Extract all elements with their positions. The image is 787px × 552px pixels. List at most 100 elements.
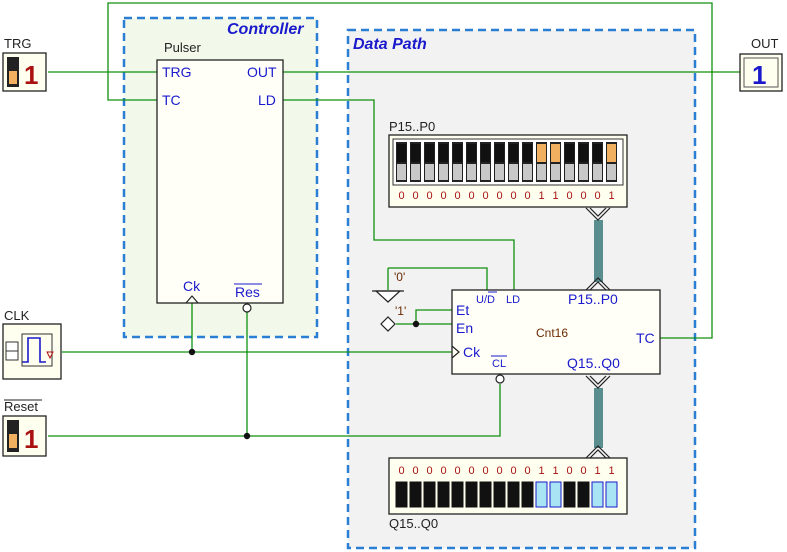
- q-led-5: [535, 481, 548, 508]
- q-led-12: [437, 481, 450, 508]
- p-switch-4[interactable]: [550, 142, 561, 182]
- pulser-block[interactable]: Pulser TRG TC OUT LD Ck Res: [156, 40, 284, 313]
- q-led-10: [465, 481, 478, 508]
- q-led-11: [451, 481, 464, 508]
- const-zero-label: '0': [394, 270, 405, 284]
- p-switch-3[interactable]: [564, 142, 575, 182]
- p-bit-digit: 0: [566, 190, 572, 202]
- q-bit-digit: 0: [412, 465, 418, 477]
- counter-pin-tc: TC: [636, 330, 655, 346]
- reset-label: Reset: [4, 399, 38, 414]
- p-bit-digit: 0: [594, 190, 600, 202]
- trg-label: TRG: [4, 36, 31, 51]
- p-switch-5[interactable]: [536, 142, 547, 182]
- q-bit-digit: 0: [398, 465, 404, 477]
- p-bit-digit: 0: [510, 190, 516, 202]
- clk-label: CLK: [4, 308, 30, 323]
- p-switch-15[interactable]: [396, 142, 407, 182]
- bus-p: [585, 207, 611, 291]
- trg-value: 1: [24, 60, 38, 90]
- p-bit-digit: 0: [580, 190, 586, 202]
- counter-name: Cnt16: [536, 326, 568, 340]
- q-bit-digit: 1: [538, 465, 544, 477]
- junction-dots: [188, 320, 420, 440]
- q-bit-digit: 1: [594, 465, 600, 477]
- p-switch-1[interactable]: [592, 142, 603, 182]
- clk-input[interactable]: CLK: [2, 308, 62, 380]
- p-bit-digit: 0: [412, 190, 418, 202]
- counter-pin-ck: Ck: [463, 344, 481, 360]
- counter-pin-q: Q15..Q0: [567, 355, 620, 371]
- reset-value: 1: [24, 424, 38, 454]
- p-bit-digit: 0: [426, 190, 432, 202]
- q-led-3: [563, 481, 576, 508]
- q-led-8: [493, 481, 506, 508]
- q-bit-digit: 1: [608, 465, 614, 477]
- p-switch-7[interactable]: [508, 142, 519, 182]
- counter-pin-p: P15..P0: [568, 291, 618, 307]
- counter-pin-cl: CL: [492, 358, 506, 370]
- q-bit-digit: 0: [496, 465, 502, 477]
- p-switch-12[interactable]: [438, 142, 449, 182]
- p-switch-label: P15..P0: [389, 119, 435, 134]
- pulser-pin-tc: TC: [162, 92, 181, 108]
- out-value: 1: [752, 60, 766, 90]
- reset-input[interactable]: Reset 1: [2, 399, 47, 457]
- out-label: OUT: [751, 36, 779, 51]
- q-bit-digit: 0: [566, 465, 572, 477]
- p-switch-0[interactable]: [606, 142, 617, 182]
- p-bit-digit: 1: [552, 190, 558, 202]
- p-bit-digit: 1: [608, 190, 614, 202]
- q-led-7: [507, 481, 520, 508]
- const-zero: '0': [372, 270, 405, 303]
- p-bit-digit: 0: [398, 190, 404, 202]
- q-bit-digit: 0: [510, 465, 516, 477]
- p-switch-9[interactable]: [480, 142, 491, 182]
- q-led-2: [577, 481, 590, 508]
- counter-block[interactable]: Et En U/D LD P15..P0 Cnt16 TC Ck CL Q15.…: [451, 289, 661, 384]
- pulser-pin-out: OUT: [247, 64, 277, 80]
- p-switch-13[interactable]: [424, 142, 435, 182]
- pulser-pin-ld: LD: [258, 92, 276, 108]
- q-led-13: [423, 481, 436, 508]
- pulser-pin-trg: TRG: [162, 64, 192, 80]
- q-led-6: [521, 481, 534, 508]
- q-bit-digit: 0: [580, 465, 586, 477]
- counter-pin-ld: LD: [506, 294, 520, 306]
- q-bit-digit: 0: [426, 465, 432, 477]
- q-bit-digit: 0: [440, 465, 446, 477]
- trg-input[interactable]: TRG 1: [2, 36, 47, 92]
- q-led-15: [395, 481, 408, 508]
- q-led-14: [409, 481, 422, 508]
- p-switch-8[interactable]: [494, 142, 505, 182]
- q-led-1: [591, 481, 604, 508]
- q-display-label: Q15..Q0: [389, 516, 438, 531]
- p-bit-digit: 0: [482, 190, 488, 202]
- q-bit-digit: 0: [524, 465, 530, 477]
- p-bit-digit: 0: [440, 190, 446, 202]
- p-switch-11[interactable]: [452, 142, 463, 182]
- wires: [48, 2, 740, 437]
- const-one: '1': [380, 304, 406, 332]
- q-bit-digit: 0: [454, 465, 460, 477]
- q-bit-digit: 0: [468, 465, 474, 477]
- p-switch-14[interactable]: [410, 142, 421, 182]
- q-bit-digit: 0: [482, 465, 488, 477]
- p-switch-2[interactable]: [578, 142, 589, 182]
- controller-title: Controller: [227, 21, 304, 38]
- p-bit-digit: 0: [468, 190, 474, 202]
- p-switch-10[interactable]: [466, 142, 477, 182]
- q-led-4: [549, 481, 562, 508]
- pulser-title: Pulser: [164, 40, 202, 55]
- p-switch-6[interactable]: [522, 142, 533, 182]
- pulser-pin-ck: Ck: [183, 278, 201, 294]
- datapath-title: Data Path: [353, 36, 427, 53]
- bus-q: [585, 375, 611, 459]
- const-one-label: '1': [395, 304, 406, 318]
- p-bit-digit: 0: [524, 190, 530, 202]
- q-bit-digit: 1: [552, 465, 558, 477]
- p-bit-digit: 1: [538, 190, 544, 202]
